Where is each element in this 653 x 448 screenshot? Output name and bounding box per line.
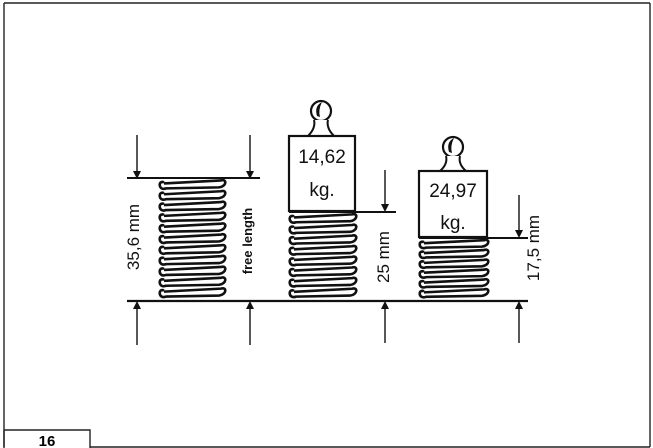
spring-coil [158, 189, 227, 201]
weight-2: 24,97 kg. [417, 135, 489, 239]
spring-coil [288, 255, 358, 267]
spring-coil [288, 287, 358, 299]
spring-coil [418, 287, 490, 299]
compressed-length-label: 25 mm [374, 231, 393, 283]
spring-coil [418, 238, 490, 250]
weight-handle-highlight [316, 102, 322, 117]
spring-coil [158, 178, 227, 191]
compressed-length-label: 17,5 mm [524, 215, 543, 281]
weight-1: 14,62 kg. [287, 99, 357, 213]
spring-coil [158, 200, 227, 212]
spring-coil [158, 232, 227, 245]
page-number: 16 [39, 433, 56, 448]
spring-coil [418, 258, 490, 270]
spring-coil [158, 254, 227, 266]
spring-coils [158, 178, 227, 299]
page-number-tab: 16 [3, 429, 91, 448]
spring-coil [418, 248, 490, 260]
spring-coils [288, 212, 358, 299]
weight-unit: kg. [440, 213, 465, 234]
spring-coil [288, 276, 358, 288]
spring-coil [158, 222, 227, 234]
spring-load-1: 14,62 kg. 25 mm [287, 99, 396, 343]
weight-value: 14,62 [298, 147, 346, 168]
spring-coil [158, 276, 227, 288]
spring-coils [418, 238, 490, 299]
spring-load-2: 24,97 kg. 17,5 mm [417, 135, 543, 343]
spring-coil [158, 211, 227, 223]
free-length-label: free length [240, 208, 255, 275]
weight-handle-neck [437, 155, 469, 172]
spring-free-length: 35,6 mm free length [124, 135, 260, 345]
weight-unit: kg. [309, 180, 334, 201]
spring-coil [418, 277, 490, 289]
spring-coil [158, 243, 227, 256]
weight-handle-highlight [448, 138, 454, 153]
spring-coil [288, 212, 358, 224]
spring-coil [288, 223, 358, 235]
page-frame [3, 2, 651, 448]
spring-coil [288, 265, 358, 278]
free-length-dimension-label: 35,6 mm [124, 204, 143, 270]
spring-coil [288, 234, 358, 246]
weight-handle-neck [305, 119, 337, 137]
spring-coil [158, 287, 227, 299]
spring-coil [418, 268, 490, 279]
spring-coil [158, 265, 227, 277]
weight-value: 24,97 [429, 181, 477, 202]
spring-coil [288, 244, 358, 256]
